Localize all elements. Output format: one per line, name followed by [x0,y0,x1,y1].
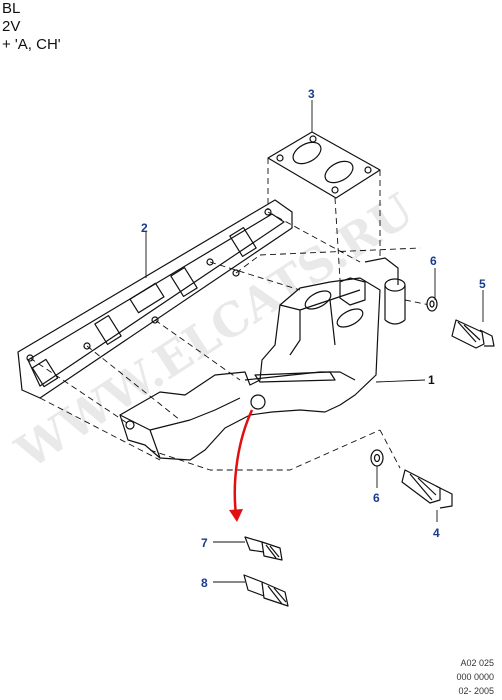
callout-7: 7 [201,536,208,550]
footer-code: 000 0000 [456,672,494,682]
part-3-gasket [267,131,381,199]
callout-leaders [145,100,484,583]
relocation-arrow [229,409,254,522]
header-line-2: 2V [2,18,21,35]
callout-8: 8 [201,576,208,590]
callout-4: 4 [433,526,440,540]
part-6-washer-lower [370,449,384,467]
callout-5: 5 [479,277,486,291]
part-4-bolt [401,469,453,509]
header-line-3: + 'A, CH' [2,36,61,53]
part-1-inlet-manifold [119,257,406,461]
footer-date: 02- 2005 [458,686,494,696]
part-7-sensor [244,536,283,561]
callout-2: 2 [141,221,148,235]
header-line-1: BL [2,0,21,17]
callout-1: 1 [428,373,435,387]
part-2-manifold-gasket [17,199,293,399]
part-5-bolt [451,319,495,349]
alignment-lines [29,158,431,471]
callout-6-upper: 6 [430,254,437,268]
callout-3: 3 [308,87,315,101]
callout-6-lower: 6 [373,491,380,505]
footer-reference: A02 025 [460,658,494,668]
part-8-sensor [243,574,289,607]
part-6-washer-upper [426,296,438,312]
